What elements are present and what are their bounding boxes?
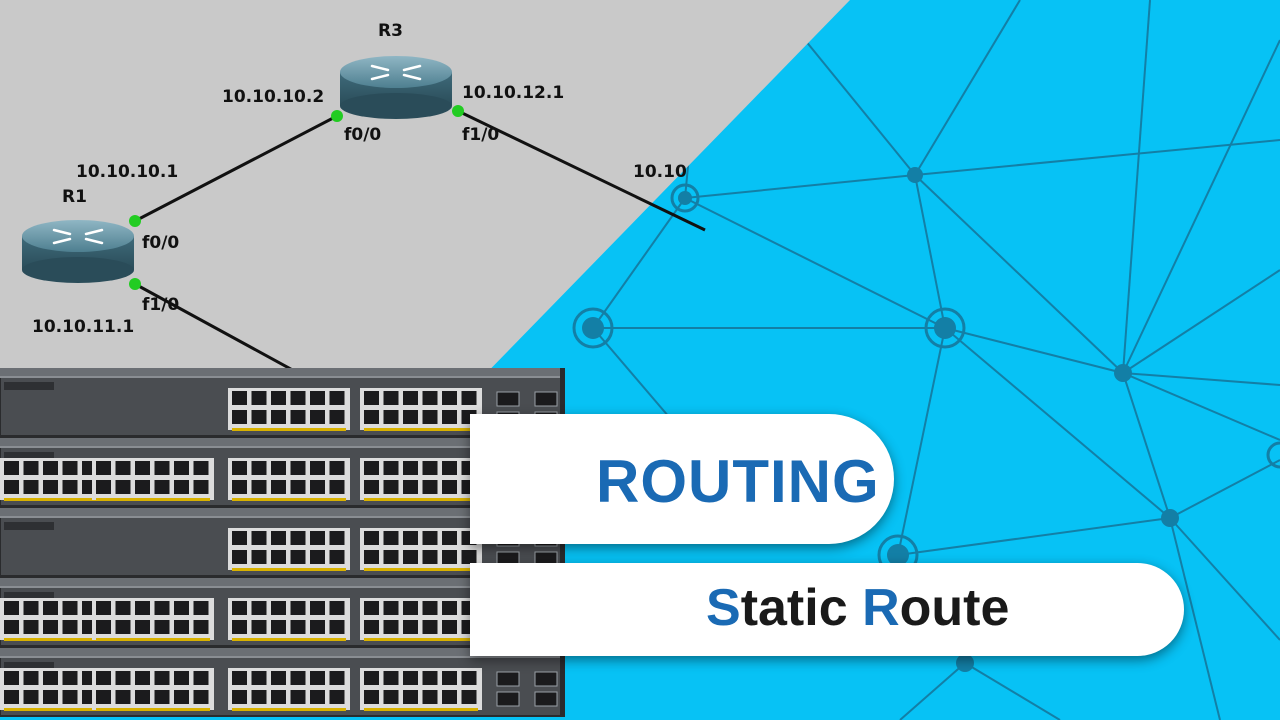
network-nodes [572,167,1280,672]
r3-f1-ip: 10.10.12.1 [462,83,564,103]
router-r1-icon [22,220,134,283]
r3-f1-interface: f1/0 [462,125,499,145]
r1-f1-interface: f1/0 [142,295,179,315]
static-route-title: Static Route [706,578,1009,638]
r1-f1-ip: 10.10.11.1 [32,317,134,337]
static-route-title-cap-r: R [862,579,900,637]
static-route-title-part1: tatic [740,579,863,637]
router-r1-name: R1 [62,187,87,207]
r1-f0-ip: 10.10.10.1 [76,162,178,182]
static-route-banner [470,563,1184,656]
r3-f0-ip: 10.10.10.2 [222,87,324,107]
routing-banner [470,414,894,544]
switch-unit [0,647,565,717]
router-r3-icon [340,56,452,119]
static-route-title-cap-s: S [706,579,741,637]
interface-status-dots [129,105,464,290]
topology-diagram-panel [0,0,850,390]
static-route-title-part2: oute [899,579,1010,637]
r3-f0-interface: f0/0 [344,125,381,145]
topology-diagram: R3 10.10.10.2 10.10.12.1 f0/0 f1/0 10.10… [22,21,706,387]
router-r3-name: R3 [378,21,403,41]
partial-ip-label: 10.10 [633,162,687,182]
routing-title: ROUTING [596,448,880,515]
link-r3-out [457,109,706,232]
link-r1-r3 [134,114,338,223]
r1-f0-interface: f0/0 [142,233,179,253]
